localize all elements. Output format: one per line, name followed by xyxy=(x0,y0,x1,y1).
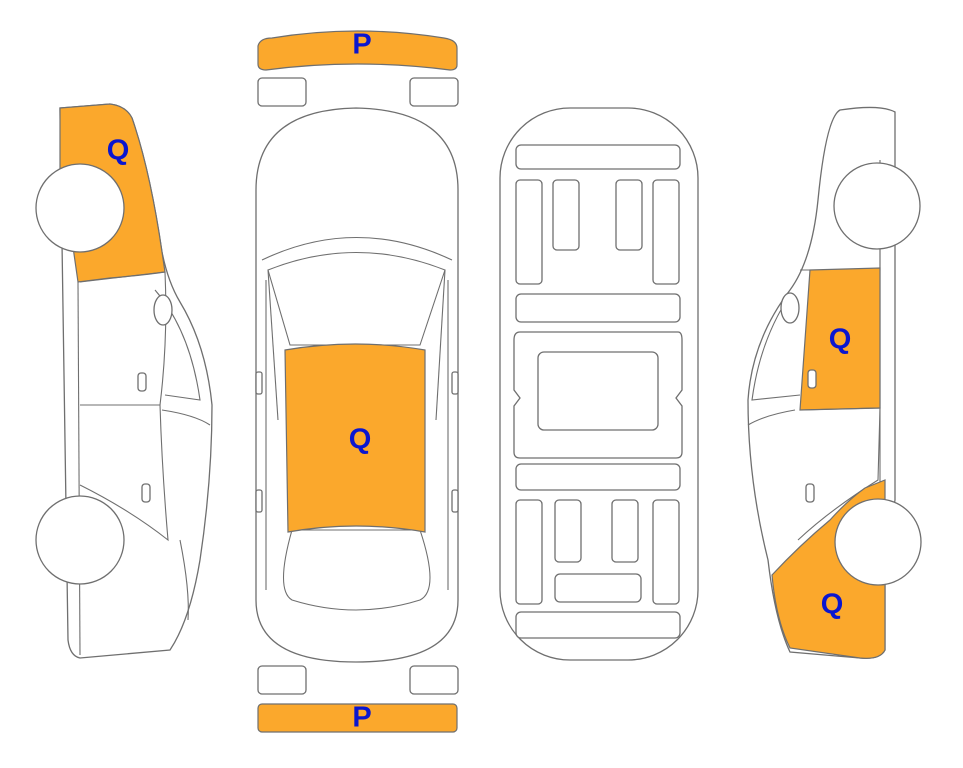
right-mirror xyxy=(780,292,800,324)
rear-bumper-panel xyxy=(257,703,458,733)
left-taillight xyxy=(257,665,307,695)
underbody-front-right xyxy=(652,179,680,285)
underbody-front-inner-left xyxy=(552,179,580,251)
right-a-pillar xyxy=(435,269,446,421)
front-bumper-label: P xyxy=(352,29,371,61)
left-side-view: Q xyxy=(35,103,213,659)
left-top-handle xyxy=(255,489,263,513)
underbody-rear-inner-right xyxy=(611,499,639,563)
right-top-handle xyxy=(451,489,459,513)
left-rear-door xyxy=(79,404,169,542)
right-side-view: Q Q xyxy=(747,106,922,659)
left-pillar xyxy=(179,539,189,621)
underbody-front-bar xyxy=(515,144,681,170)
roof-panel xyxy=(284,343,426,533)
right-rear-handle xyxy=(805,483,815,503)
left-rear-wheel xyxy=(35,495,125,585)
windshield xyxy=(267,251,446,346)
left-window-lower xyxy=(161,409,211,426)
right-headlight xyxy=(409,77,459,107)
rear-window xyxy=(283,529,431,611)
underbody-view xyxy=(499,107,699,661)
underbody-crossmember-1 xyxy=(515,293,681,323)
right-rear-door-label: Q xyxy=(829,324,852,356)
left-headlight xyxy=(257,77,307,107)
underbody-front-left xyxy=(515,179,543,285)
right-front-handle xyxy=(807,369,817,389)
roof-label: Q xyxy=(349,424,372,456)
right-taillight xyxy=(409,665,459,695)
underbody-rear-left xyxy=(515,499,543,605)
underbody-rear-center xyxy=(554,573,642,603)
right-window-lower xyxy=(747,409,796,426)
underbody-front-inner-right xyxy=(615,179,643,251)
right-rear-quarter-label: Q xyxy=(821,589,844,621)
left-front-wheel xyxy=(35,163,125,253)
underbody-rear-inner-left xyxy=(554,499,582,563)
right-front-wheel xyxy=(833,162,921,250)
left-mirror xyxy=(153,294,173,326)
right-front-lower-door xyxy=(797,407,881,541)
front-bumper-panel xyxy=(257,30,458,71)
underbody-crossmember-2 xyxy=(515,463,681,491)
underbody-center-plate xyxy=(537,351,659,431)
underbody-rear-right xyxy=(652,499,680,605)
hood-line xyxy=(261,237,453,261)
right-rear-wheel xyxy=(834,498,922,586)
left-top-mirror xyxy=(255,371,263,395)
top-view: P Q P xyxy=(255,29,459,734)
underbody-rear-bar xyxy=(515,611,681,639)
left-front-handle xyxy=(137,372,147,392)
left-a-pillar xyxy=(267,269,279,421)
rear-bumper-label: P xyxy=(352,702,371,734)
right-top-mirror xyxy=(451,371,459,395)
left-front-fender-label: Q xyxy=(107,135,130,167)
left-sill-line xyxy=(77,281,81,656)
left-front-door xyxy=(79,271,167,406)
left-rear-handle xyxy=(141,483,151,503)
